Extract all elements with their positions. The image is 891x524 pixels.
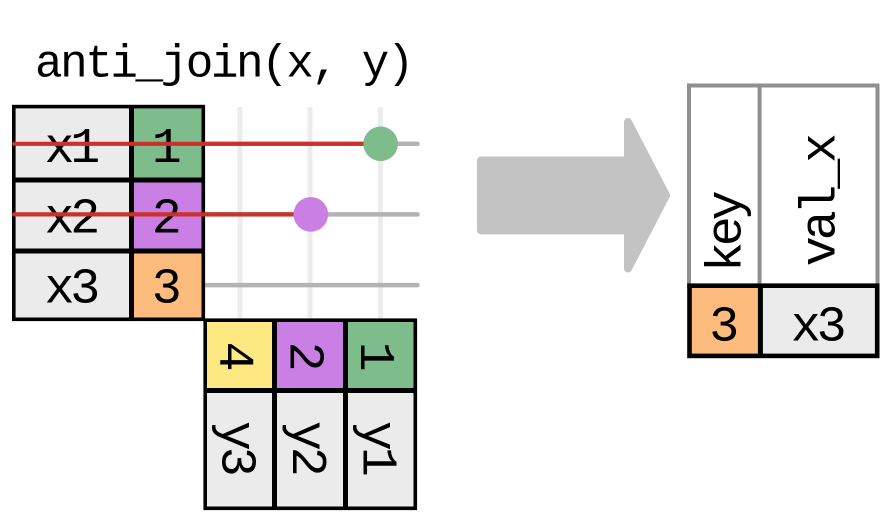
svg-text:1: 1 bbox=[152, 121, 180, 178]
svg-text:4: 4 bbox=[204, 342, 261, 370]
svg-text:2: 2 bbox=[152, 192, 179, 249]
svg-text:x3: x3 bbox=[791, 299, 844, 356]
svg-text:3: 3 bbox=[709, 299, 736, 356]
svg-text:x3: x3 bbox=[44, 262, 97, 319]
svg-text:3: 3 bbox=[152, 262, 179, 319]
svg-text:anti_join(x, y): anti_join(x, y) bbox=[35, 38, 411, 90]
svg-text:x2: x2 bbox=[44, 192, 97, 249]
svg-text:1: 1 bbox=[345, 342, 402, 370]
svg-text:key: key bbox=[699, 191, 756, 272]
svg-text:x1: x1 bbox=[44, 121, 98, 178]
svg-text:y1: y1 bbox=[348, 421, 405, 475]
svg-text:y2: y2 bbox=[277, 421, 334, 474]
svg-text:val_x: val_x bbox=[794, 135, 851, 266]
svg-text:y3: y3 bbox=[207, 421, 264, 474]
svg-text:2: 2 bbox=[275, 342, 332, 369]
